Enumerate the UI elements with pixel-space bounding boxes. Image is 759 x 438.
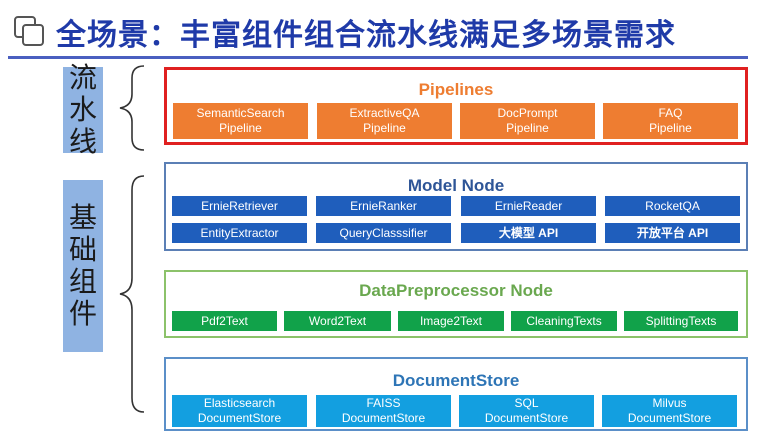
preprocess-box-image2text[interactable]: Image2Text <box>398 311 504 331</box>
model-box-ernie-ranker[interactable]: ErnieRanker <box>316 196 451 216</box>
store-box-faiss[interactable]: FAISS DocumentStore <box>316 395 451 427</box>
pipeline-box-semantic-search[interactable]: SemanticSearch Pipeline <box>173 103 308 139</box>
store-box-elasticsearch[interactable]: Elasticsearch DocumentStore <box>172 395 307 427</box>
page-title: 全场景：丰富组件组合流水线满足多场景需求 <box>56 18 676 53</box>
model-box-query-classifier[interactable]: QueryClasssifier <box>316 223 451 243</box>
model-box-open-platform-api[interactable]: 开放平台 API <box>605 223 740 243</box>
preprocess-box-splitting-texts[interactable]: SplittingTexts <box>624 311 738 331</box>
data-preprocessor-panel: DataPreprocessor Node Pdf2Text Word2Text… <box>164 270 748 338</box>
pipeline-box-faq[interactable]: FAQ Pipeline <box>603 103 738 139</box>
pipelines-panel: Pipelines SemanticSearch Pipeline Extrac… <box>164 67 748 145</box>
model-node-panel: Model Node ErnieRetriever ErnieRanker Er… <box>164 162 748 251</box>
preprocess-box-cleaning-texts[interactable]: CleaningTexts <box>511 311 617 331</box>
document-store-panel: DocumentStore Elasticsearch DocumentStor… <box>164 357 748 431</box>
title-divider <box>8 56 748 59</box>
store-box-sql[interactable]: SQL DocumentStore <box>459 395 594 427</box>
store-box-milvus[interactable]: Milvus DocumentStore <box>602 395 737 427</box>
data-preprocessor-title: DataPreprocessor Node <box>359 281 553 300</box>
model-box-entity-extractor[interactable]: EntityExtractor <box>172 223 307 243</box>
brace-connectors <box>119 65 145 413</box>
model-node-title: Model Node <box>407 176 505 195</box>
preprocess-box-pdf2text[interactable]: Pdf2Text <box>172 311 277 331</box>
model-box-rocketqa[interactable]: RocketQA <box>605 196 740 216</box>
pipeline-box-doc-prompt[interactable]: DocPrompt Pipeline <box>460 103 595 139</box>
pipeline-box-extractive-qa[interactable]: ExtractiveQA Pipeline <box>317 103 452 139</box>
title-logo-icon <box>14 16 44 46</box>
document-store-title: DocumentStore <box>392 371 520 390</box>
pipelines-title: Pipelines <box>418 80 494 99</box>
preprocess-box-word2text[interactable]: Word2Text <box>284 311 391 331</box>
model-box-ernie-retriever[interactable]: ErnieRetriever <box>172 196 307 216</box>
model-box-llm-api[interactable]: 大模型 API <box>461 223 596 243</box>
model-box-ernie-reader[interactable]: ErnieReader <box>461 196 596 216</box>
side-label-pipeline: 流 水 线 <box>63 61 103 158</box>
side-label-base: 基 础 组 件 <box>63 180 103 352</box>
